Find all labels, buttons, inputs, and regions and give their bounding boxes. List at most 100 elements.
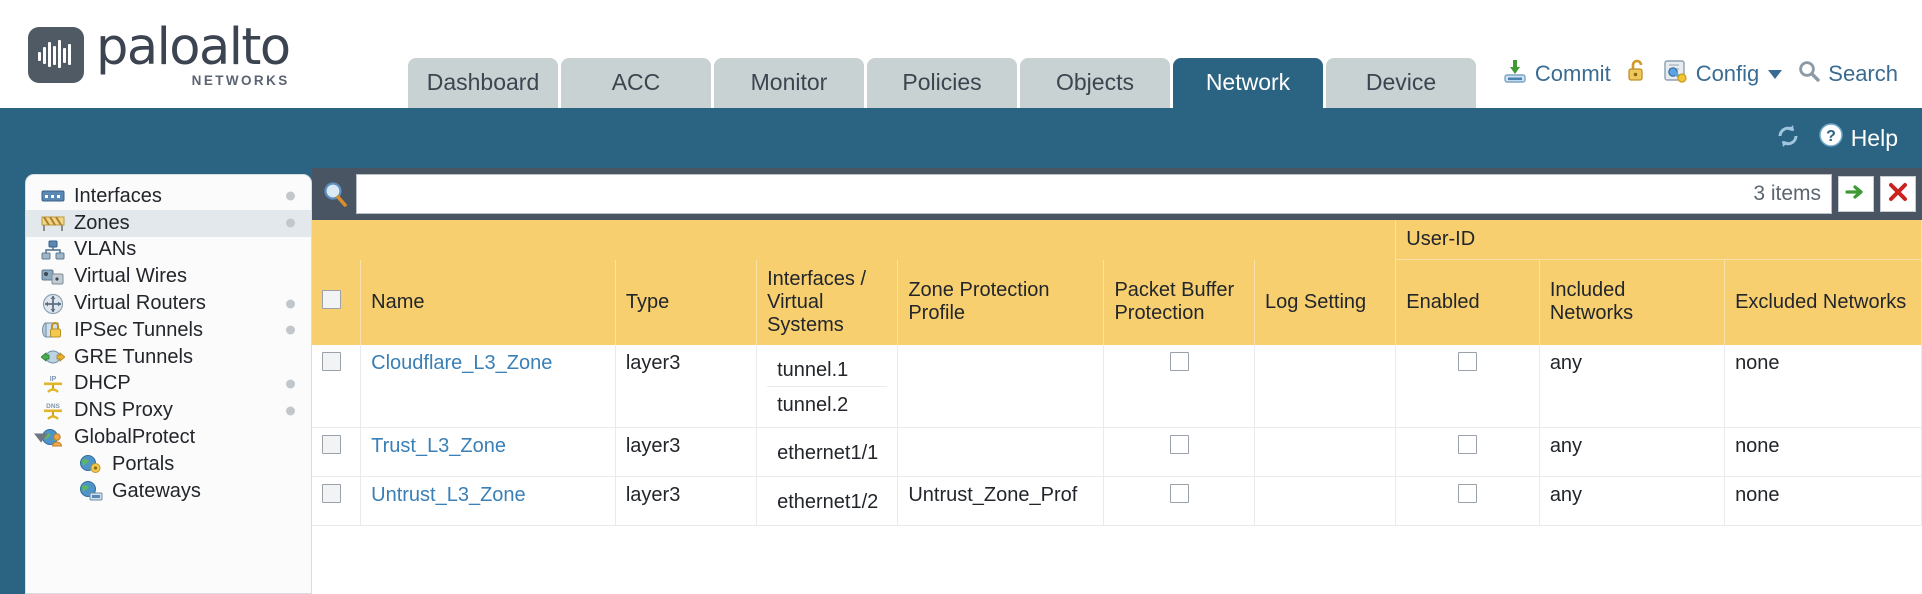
group-header-spacer [312, 220, 1397, 260]
column-header-included-networks[interactable]: Included Networks [1539, 259, 1726, 345]
column-header-zone-protection-profile[interactable]: Zone Protection Profile [897, 259, 1105, 345]
status-dot [286, 379, 295, 389]
commit-label: Commit [1534, 61, 1611, 86]
apply-filter-button[interactable] [1838, 176, 1874, 212]
search-magnifier-icon[interactable] [320, 179, 350, 209]
status-dot [286, 299, 295, 309]
column-header-excluded-networks[interactable]: Excluded Networks [1724, 259, 1922, 345]
config-key-icon [1663, 58, 1689, 90]
cell-zone-protection-profile: Untrust_Zone_Prof [897, 476, 1105, 526]
cell-name: Trust_L3_Zone [360, 427, 616, 477]
sidebar-item-interfaces[interactable]: Interfaces [26, 183, 311, 210]
tab-device[interactable]: Device [1326, 58, 1476, 108]
search-input[interactable] [357, 175, 1746, 213]
status-dot [286, 325, 295, 335]
sidebar-item-label: Interfaces [74, 184, 162, 207]
packet-buffer-protection-checkbox[interactable] [1169, 434, 1189, 454]
row-select-cell [312, 344, 362, 428]
sidebar-item-label: VLANs [74, 238, 137, 261]
sidebar-item-ipsec-tunnels[interactable]: IPSec Tunnels [26, 317, 311, 344]
column-header-log-setting[interactable]: Log Setting [1254, 259, 1397, 345]
virtual-wires-icon [40, 267, 66, 287]
sidebar-item-gateways[interactable]: Gateways [26, 478, 311, 505]
config-label: Config [1695, 61, 1760, 86]
header-actions: Commit [1502, 58, 1898, 90]
user-id-enabled-checkbox[interactable] [1458, 483, 1478, 503]
sidebar-item-dhcp[interactable]: IP DHCP [26, 371, 311, 398]
network-sidebar: Interfaces Zones [25, 174, 312, 594]
user-id-enabled-checkbox[interactable] [1458, 434, 1478, 454]
cell-included-networks: any [1539, 476, 1726, 526]
commit-button[interactable]: Commit [1502, 58, 1611, 90]
vlans-icon [40, 240, 66, 260]
sidebar-item-gre-tunnels[interactable]: GRE Tunnels [26, 344, 311, 371]
status-dot [286, 191, 295, 201]
row-checkbox[interactable] [322, 434, 341, 454]
status-dot [286, 406, 295, 416]
tab-policies[interactable]: Policies [867, 58, 1017, 108]
search-button[interactable]: Search [1797, 59, 1898, 89]
interface-entry: ethernet1/1 [777, 441, 879, 464]
column-header-enabled[interactable]: Enabled [1395, 259, 1540, 345]
column-header-interfaces-virtual-systems[interactable]: Interfaces / Virtual Systems [756, 259, 899, 345]
top-header: paloalto NETWORKS Dashboard ACC Monitor … [0, 0, 1922, 108]
packet-buffer-protection-checkbox[interactable] [1169, 351, 1189, 371]
zones-table: User-ID Name Type Interfaces / Virtual S… [312, 220, 1922, 526]
sidebar-item-virtual-routers[interactable]: Virtual Routers [26, 290, 311, 317]
cell-excluded-networks: none [1724, 427, 1922, 477]
column-header-packet-buffer-protection[interactable]: Packet Buffer Protection [1103, 259, 1255, 345]
config-menu[interactable]: Config [1663, 58, 1783, 90]
user-id-enabled-checkbox[interactable] [1458, 351, 1478, 371]
paloalto-logo-icon [28, 26, 84, 83]
column-header-type[interactable]: Type [615, 259, 758, 345]
ipsec-tunnels-icon [40, 320, 66, 340]
help-button[interactable]: ? Help [1818, 122, 1898, 154]
sidebar-item-label: Portals [112, 452, 175, 475]
brand-text: paloalto NETWORKS [96, 22, 291, 88]
zones-icon [40, 213, 66, 233]
svg-text:?: ? [1826, 128, 1836, 145]
cell-enabled [1395, 427, 1540, 477]
zone-name-link[interactable]: Cloudflare_L3_Zone [371, 351, 553, 374]
sidebar-item-dns-proxy[interactable]: DNS DNS Proxy [26, 397, 311, 424]
sidebar-item-globalprotect[interactable]: GlobalProtect [26, 424, 311, 451]
sidebar-item-label: DNS Proxy [74, 399, 173, 422]
zone-name-link[interactable]: Trust_L3_Zone [371, 434, 507, 457]
tab-dashboard[interactable]: Dashboard [408, 58, 558, 108]
table-group-header-row: User-ID [312, 220, 1922, 260]
sidebar-item-label: IPSec Tunnels [74, 318, 203, 341]
table-row[interactable]: Untrust_L3_Zone layer3 ethernet1/2 Untru… [312, 476, 1922, 526]
padlock-unlocked-icon [1626, 58, 1648, 90]
sidebar-item-label: Virtual Wires [74, 265, 187, 288]
green-arrow-icon [1844, 180, 1868, 209]
refresh-icon[interactable] [1774, 123, 1802, 154]
tab-network[interactable]: Network [1173, 58, 1323, 108]
zone-name-link[interactable]: Untrust_L3_Zone [371, 483, 526, 506]
virtual-routers-icon [40, 293, 66, 314]
lock-button[interactable] [1626, 58, 1648, 90]
select-all-checkbox[interactable] [322, 289, 341, 309]
sidebar-item-virtual-wires[interactable]: Virtual Wires [26, 263, 311, 290]
clear-filter-button[interactable] [1880, 176, 1916, 212]
sidebar-item-vlans[interactable]: VLANs [26, 237, 311, 264]
cell-packet-buffer-protection [1103, 476, 1255, 526]
interfaces-icon [40, 186, 66, 206]
table-header-row: Name Type Interfaces / Virtual Systems Z… [312, 259, 1922, 345]
select-all-header [312, 259, 362, 345]
column-header-name[interactable]: Name [360, 259, 616, 345]
tab-objects[interactable]: Objects [1020, 58, 1170, 108]
search-field-wrapper: 3 items [356, 174, 1832, 214]
sidebar-item-label: Gateways [112, 479, 201, 502]
row-checkbox[interactable] [322, 483, 341, 503]
row-checkbox[interactable] [322, 351, 341, 371]
dns-proxy-icon: DNS [40, 401, 66, 421]
brand-logo: paloalto NETWORKS [28, 22, 291, 88]
expander-triangle-icon[interactable] [34, 433, 48, 443]
tab-monitor[interactable]: Monitor [714, 58, 864, 108]
tab-acc[interactable]: ACC [561, 58, 711, 108]
table-row[interactable]: Trust_L3_Zone layer3 ethernet1/1 [312, 427, 1922, 477]
sidebar-item-portals[interactable]: Portals [26, 451, 311, 478]
svg-text:DNS: DNS [46, 403, 60, 410]
sidebar-item-zones[interactable]: Zones [26, 209, 311, 237]
packet-buffer-protection-checkbox[interactable] [1169, 483, 1189, 503]
